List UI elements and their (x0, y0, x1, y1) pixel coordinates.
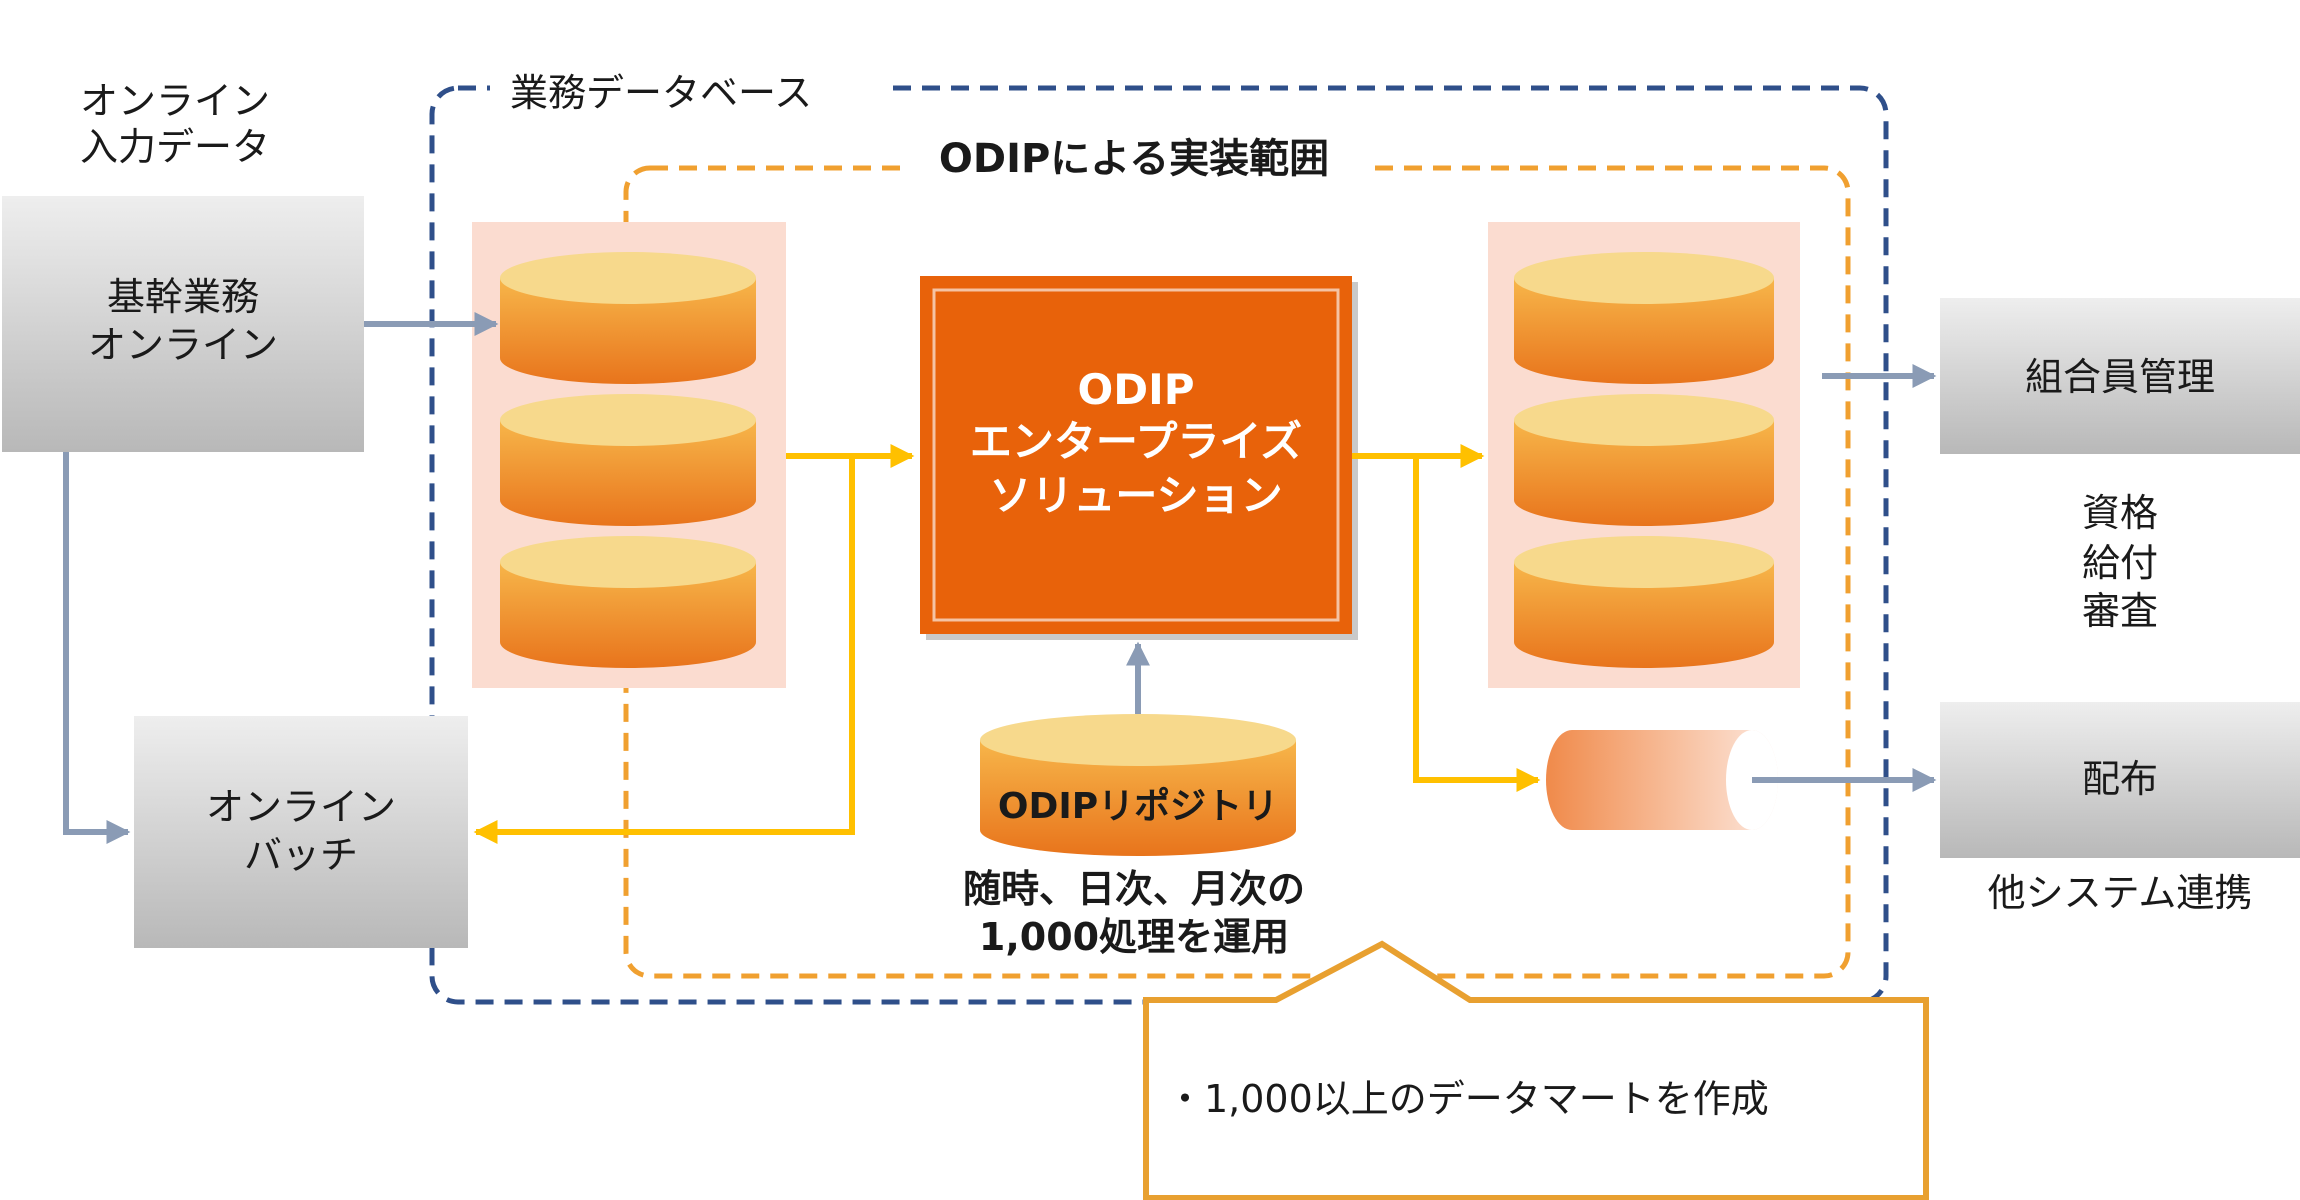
arrow-to-online-batch (473, 456, 855, 844)
online-input-label-2: 入力データ (80, 125, 270, 169)
left-db-cylinder-3 (500, 536, 756, 668)
pipe-shape (1546, 730, 1778, 830)
operations-label-1: 随時、日次、月次の (963, 867, 1305, 911)
arrow-core-to-batch (63, 452, 131, 844)
online-batch-label-2: バッチ (244, 833, 358, 877)
callout-box (1143, 940, 1929, 1200)
operations-label-2: 1,000処理を運用 (979, 915, 1289, 959)
core-online-box (2, 196, 364, 452)
left-db-cylinder-2 (500, 394, 756, 526)
member-mgmt-box (1940, 298, 2300, 454)
solution-label-1: ODIP (1078, 365, 1195, 414)
repository-label: ODIPリポジトリ (998, 785, 1278, 827)
online-input-label-1: オンライン (80, 79, 270, 123)
online-batch-box (134, 716, 468, 948)
solution-label-3: ソリューション (989, 471, 1282, 520)
online-batch-label-1: オンライン (206, 785, 396, 829)
distribution-box (1940, 702, 2300, 858)
callout-text: ・1,000以上のデータマートを作成 (1166, 1077, 1769, 1121)
qualification-label: 資格 (2082, 491, 2158, 535)
review-label: 審査 (2082, 589, 2158, 633)
odip-repository-cylinder (980, 714, 1296, 856)
distribution-label: 配布 (2082, 757, 2158, 801)
solution-label-2: エンタープライズ (970, 417, 1302, 466)
left-db-cylinder-1 (500, 252, 756, 384)
other-system-label: 他システム連携 (1988, 871, 2253, 915)
right-db-cylinder-2 (1514, 394, 1774, 526)
benefit-label: 給付 (2082, 541, 2158, 585)
core-online-label-1: 基幹業務 (107, 275, 259, 319)
core-online-label-2: オンライン (88, 323, 278, 367)
odip-scope-label: ODIPによる実装範囲 (939, 136, 1329, 182)
business-db-label: 業務データベース (510, 71, 812, 115)
right-db-cylinder-1 (1514, 252, 1774, 384)
right-db-cylinder-3 (1514, 536, 1774, 668)
solution-box-inner-border (932, 288, 1340, 622)
arrow-solution-to-pipe (1413, 456, 1541, 792)
odip-solution-box (920, 276, 1352, 634)
member-mgmt-label: 組合員管理 (2025, 355, 2215, 399)
